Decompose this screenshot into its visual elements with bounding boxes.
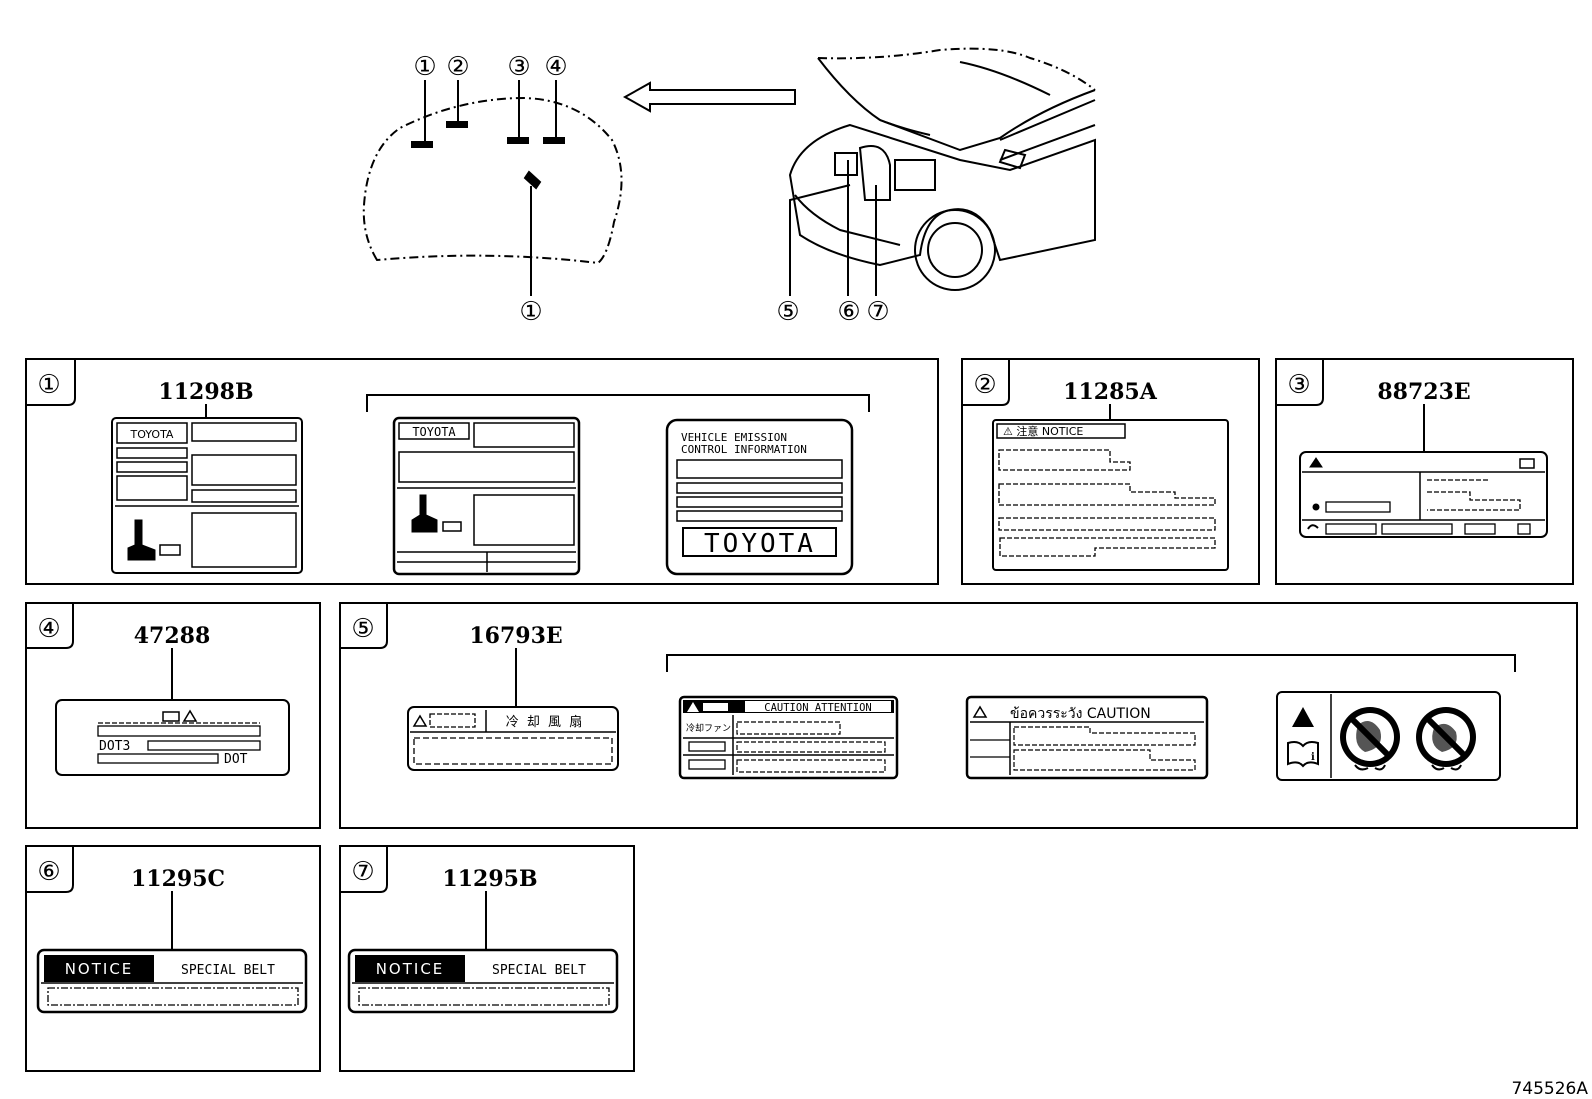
label-c-line2: CONTROL INFORMATION: [681, 443, 807, 456]
label-dot-left: DOT3: [99, 739, 130, 754]
hood-callout-1b: ①: [519, 297, 542, 327]
car-illustration: [788, 47, 1096, 296]
label-pictogram-warning: i: [1276, 691, 1501, 781]
panel-6-callout: ⑥: [37, 857, 60, 887]
panel-6: ⑥ 11295C NOTICE SPECIAL BELT: [25, 845, 321, 1072]
panel-7-callout: ⑦: [351, 857, 374, 887]
panel-1: ① 11298B TOYOTA TOYOTA: [25, 358, 939, 585]
label-7-notice: NOTICE: [376, 960, 445, 978]
label-thai-caution: ข้อควรระวัง CAUTION: [965, 695, 1209, 780]
label-11298b-c: VEHICLE EMISSION CONTROL INFORMATION TOY…: [665, 418, 854, 576]
panel-6-part-number: 11295C: [131, 866, 225, 892]
label-11298b-b: TOYOTA: [392, 416, 581, 576]
panel-5: ⑤ 16793E 冷 却 風 扇 CAUTION ATTENTION 冷却ファン: [339, 602, 1578, 829]
label-7-belt: SPECIAL BELT: [492, 963, 586, 978]
panel-5-part-number: 16793E: [469, 623, 562, 649]
label-11295b: NOTICE SPECIAL BELT: [347, 948, 619, 1014]
label-11285a: ⚠ 注意 NOTICE: [992, 419, 1229, 571]
label-6-belt: SPECIAL BELT: [181, 963, 275, 978]
hood-callout-1: ①: [413, 52, 436, 82]
manual-book-icon: [1287, 741, 1319, 768]
panel-4-callout: ④: [37, 614, 60, 644]
panel-4-part-number: 47288: [134, 623, 211, 649]
panel-3-callout: ③: [1287, 370, 1310, 400]
label-11298b-a: TOYOTA: [111, 417, 303, 574]
direction-arrow: [622, 81, 796, 113]
car-callouts: ⑤ ⑥ ⑦: [776, 297, 889, 327]
label-88723e: [1299, 451, 1548, 538]
car-callout-7: ⑦: [866, 297, 889, 327]
label-16793e-jp: 冷 却 風 扇: [407, 706, 619, 771]
panel-1-callout: ①: [37, 370, 60, 400]
label-jp-fan-text: 冷 却 風 扇: [506, 714, 584, 730]
label-jp-fan-small: 冷却ファン: [686, 722, 731, 734]
panel-2-callout: ②: [973, 370, 996, 400]
label-47288: DOT3 DOT: [55, 699, 290, 776]
label-11295c: NOTICE SPECIAL BELT: [36, 948, 308, 1014]
label-dot-right: DOT: [224, 752, 248, 767]
car-callout-6: ⑥: [837, 297, 860, 327]
hood-illustration: [362, 80, 623, 296]
label-c-brand: TOYOTA: [704, 529, 816, 559]
panel-1-part-number: 11298B: [158, 379, 253, 405]
panel-7: ⑦ 11295B NOTICE SPECIAL BELT: [339, 845, 635, 1072]
panel-3-part-number: 88723E: [1377, 379, 1470, 405]
panel-2: ② 11285A ⚠ 注意 NOTICE: [961, 358, 1260, 585]
panel-3: ③ 88723E: [1275, 358, 1574, 585]
label-6-notice: NOTICE: [65, 960, 134, 978]
label-thai-caution-text: ข้อควรระวัง CAUTION: [1010, 706, 1151, 722]
no-touch-icon-1: [1340, 707, 1400, 771]
hood-callout-3: ③: [507, 52, 530, 82]
hood-callout-4: ④: [544, 52, 567, 82]
warning-triangle-icon: [1292, 707, 1314, 727]
label-notice: ⚠ 注意 NOTICE: [1003, 424, 1083, 438]
panel-4: ④ 47288 DOT3 DOT: [25, 602, 321, 829]
figure-id: 745526A: [1511, 1079, 1588, 1099]
no-touch-icon-2: [1416, 707, 1476, 771]
label-c-line1: VEHICLE EMISSION: [681, 431, 787, 444]
panel-2-part-number: 11285A: [1063, 379, 1158, 405]
label-caution-attention: CAUTION ATTENTION 冷却ファン: [678, 695, 899, 780]
hood-callout-2: ②: [446, 52, 469, 82]
hood-callouts: ① ② ③ ④ ①: [413, 52, 567, 327]
panel-5-callout: ⑤: [351, 614, 374, 644]
label-a-brand: TOYOTA: [130, 428, 174, 441]
label-b-brand: TOYOTA: [412, 425, 456, 439]
car-callout-5: ⑤: [776, 297, 799, 327]
svg-text:i: i: [1311, 752, 1315, 763]
label-caution-attention-text: CAUTION ATTENTION: [764, 702, 871, 714]
panel-7-part-number: 11295B: [442, 866, 537, 892]
